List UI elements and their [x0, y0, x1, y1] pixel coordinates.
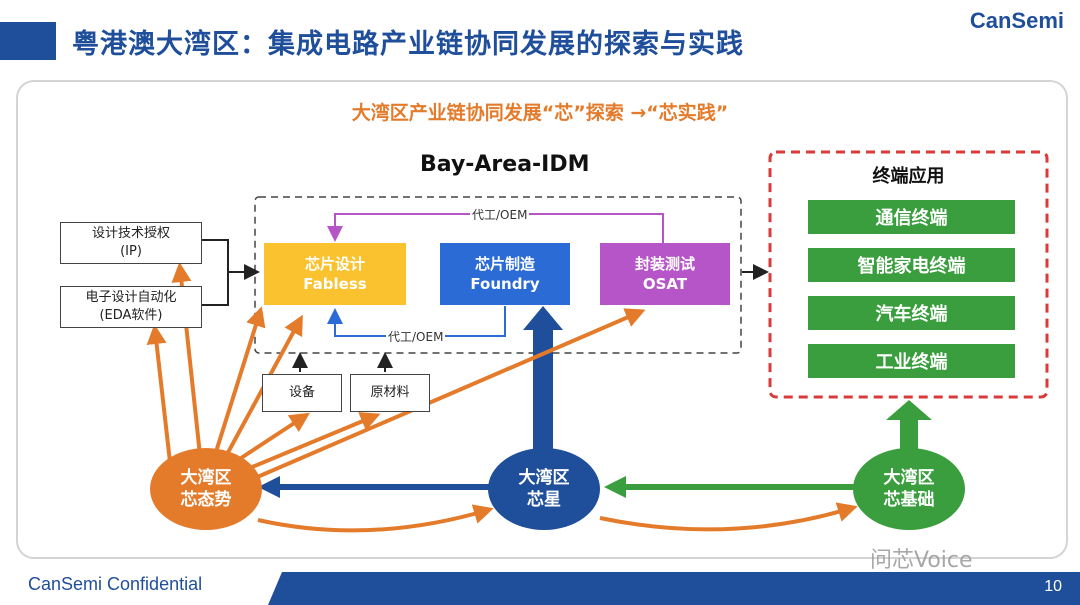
osat-sublabel: OSAT: [642, 275, 688, 293]
taishi-label-2: 芯态势: [180, 490, 232, 510]
idm-title: Bay-Area-IDM: [420, 152, 590, 177]
xinxing-label-1: 大湾区: [518, 468, 570, 488]
ip-label: 设计技术授权: [91, 226, 170, 241]
xinxing-to-jichu-curve: [599, 502, 858, 532]
watermark: 问芯Voice: [870, 548, 973, 573]
foundry-sublabel: Foundry: [470, 275, 540, 293]
idm-boundary: [254, 196, 742, 354]
jichu-circle: 大湾区 芯基础: [853, 448, 965, 530]
main-panel: [16, 80, 1068, 559]
fan-arrow-materials: [244, 412, 381, 472]
oem-top-label: 代工/OEM: [470, 206, 530, 223]
xinxing-up-arrow: [523, 306, 563, 450]
ip-box: 设计技术授权 (IP): [60, 222, 202, 264]
materials-label: 原材料: [370, 385, 410, 400]
taishi-to-xinxing-curve: [257, 504, 494, 533]
taishi-label-1: 大湾区: [180, 468, 232, 488]
page-number: 10: [1044, 578, 1062, 595]
foundry-label: 芯片制造: [474, 255, 535, 273]
eda-label: 电子设计自动化: [85, 290, 177, 305]
xinxing-label-2: 芯星: [527, 490, 561, 510]
jichu-label-2: 芯基础: [883, 490, 935, 510]
terminal-boundary: [768, 150, 1049, 399]
foundry-box: 芯片制造 Foundry: [440, 243, 570, 305]
terminal-item-industrial: 工业终端: [808, 344, 1015, 378]
terminals-title: 终端应用: [872, 166, 945, 187]
osat-box: 封装测试 OSAT: [600, 243, 730, 305]
fabless-label: 芯片设计: [304, 255, 365, 273]
eda-connector: [200, 272, 229, 306]
fan-arrow-equipment: [233, 412, 311, 464]
xinxing-circle: 大湾区 芯星: [488, 448, 600, 530]
oem-bottom-label: 代工/OEM: [386, 328, 446, 345]
jichu-up-arrow: [886, 400, 932, 450]
equipment-box: 设备: [262, 374, 342, 412]
footer-bar: [282, 572, 1080, 605]
fan-arrow-fabless-1: [213, 306, 266, 456]
ip-connector: [200, 239, 229, 272]
taishi-circle: 大湾区 芯态势: [150, 448, 262, 530]
terminal-item-automotive: 汽车终端: [808, 296, 1015, 330]
confidential-label: CanSemi Confidential: [28, 574, 203, 594]
terminal-item-smart-home: 智能家电终端: [808, 248, 1015, 282]
diagram-subtitle: 大湾区产业链协同发展“芯”探索 →“芯实践”: [351, 102, 729, 124]
fabless-sublabel: Fabless: [303, 275, 367, 293]
eda-box: 电子设计自动化 (EDA软件): [60, 286, 202, 328]
materials-box: 原材料: [350, 374, 430, 412]
jichu-label-1: 大湾区: [883, 468, 935, 488]
equipment-label: 设备: [288, 385, 315, 400]
fabless-box: 芯片设计 Fabless: [264, 243, 406, 305]
cansemi-logo: CanSemi: [969, 8, 1064, 33]
footer-slant: [268, 572, 282, 605]
eda-sublabel: (EDA软件): [99, 308, 163, 323]
fan-arrow-eda: [146, 324, 172, 463]
osat-label: 封装测试: [634, 255, 695, 273]
ip-sublabel: (IP): [120, 244, 142, 259]
page-title: 粤港澳大湾区：集成电路产业链协同发展的探索与实践: [72, 29, 744, 60]
header-accent-bar: [0, 22, 56, 60]
terminal-item-communication: 通信终端: [808, 200, 1015, 234]
fan-arrow-osat: [254, 308, 646, 480]
